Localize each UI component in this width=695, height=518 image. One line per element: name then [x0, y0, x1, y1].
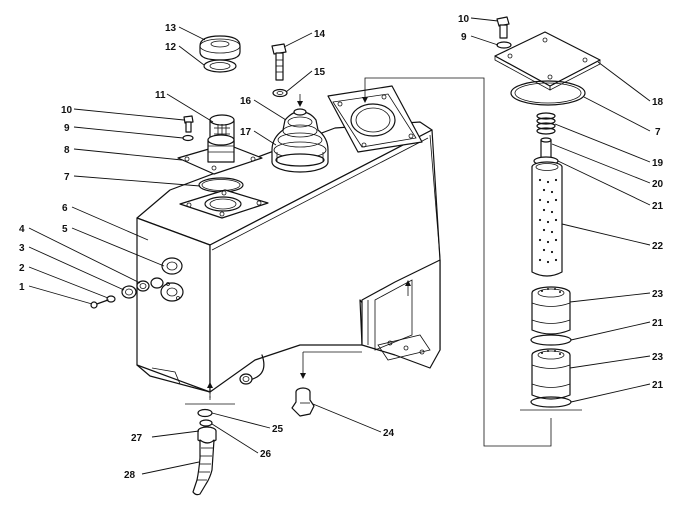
callout-3: 3	[19, 243, 25, 254]
filter-cartridge-23-lower	[531, 348, 571, 400]
callout-19: 19	[652, 158, 664, 169]
callout-12: 12	[165, 42, 177, 53]
callout-21-middle: 21	[652, 318, 664, 329]
breather-assembly	[271, 94, 329, 173]
callout-20: 20	[652, 179, 664, 190]
washer-15	[272, 88, 288, 98]
callout-23-upper: 23	[652, 289, 664, 300]
callout-18: 18	[652, 97, 664, 108]
sight-gauge-parts	[90, 257, 184, 309]
callout-25: 25	[272, 424, 284, 435]
callout-23-lower: 23	[652, 352, 664, 363]
filler-flange-8	[177, 134, 263, 175]
callout-28: 28	[124, 470, 136, 481]
gasket-12	[203, 59, 237, 73]
bolt-10-right	[496, 16, 510, 39]
callout-7-left: 7	[64, 172, 70, 183]
washer-9-left	[182, 134, 194, 142]
callout-22: 22	[652, 241, 664, 252]
leader-lines	[28, 17, 651, 475]
callout-10-left: 10	[61, 105, 73, 116]
callout-27: 27	[131, 433, 143, 444]
cover-plate-18	[494, 31, 601, 91]
callout-9-right: 9	[461, 32, 467, 43]
callout-5: 5	[62, 224, 68, 235]
bolt-14	[271, 43, 287, 81]
callout-10-right: 10	[458, 14, 470, 25]
callout-1: 1	[19, 282, 25, 293]
callout-2: 2	[19, 263, 25, 274]
callout-16: 16	[240, 96, 252, 107]
callout-21-top: 21	[652, 201, 664, 212]
o-ring-7-right	[510, 80, 586, 106]
callout-13: 13	[165, 23, 177, 34]
callout-15: 15	[314, 67, 326, 78]
connection-line	[364, 77, 582, 447]
tank-seat-flange	[179, 189, 269, 219]
callout-6: 6	[62, 203, 68, 214]
filter-cartridge-23-upper	[531, 286, 571, 335]
drain-plug-24	[291, 351, 362, 417]
spring-19	[536, 112, 556, 135]
bolt-10-left	[183, 115, 194, 133]
callout-labels: 1 2 3 4 5 6 7 8 9 10 11 12 13 14 15 16 1…	[19, 14, 664, 481]
callout-26: 26	[260, 449, 272, 460]
valve-rod-20	[533, 137, 559, 166]
callout-24: 24	[383, 428, 395, 439]
callout-9-left: 9	[64, 123, 70, 134]
drain-connector-parts	[185, 382, 235, 496]
callout-17: 17	[240, 127, 252, 138]
filter-element-22	[531, 161, 563, 277]
filler-cap-13	[199, 35, 241, 61]
washer-9-right	[496, 41, 512, 49]
callout-21-bottom: 21	[652, 380, 664, 391]
callout-4: 4	[19, 224, 25, 235]
mounting-bracket	[361, 259, 441, 369]
callout-8: 8	[64, 145, 70, 156]
seal-21-upper	[530, 334, 572, 346]
callout-11: 11	[155, 90, 166, 101]
callout-7-right: 7	[655, 127, 661, 138]
tank-top-flange	[327, 85, 423, 153]
callout-14: 14	[314, 29, 326, 40]
